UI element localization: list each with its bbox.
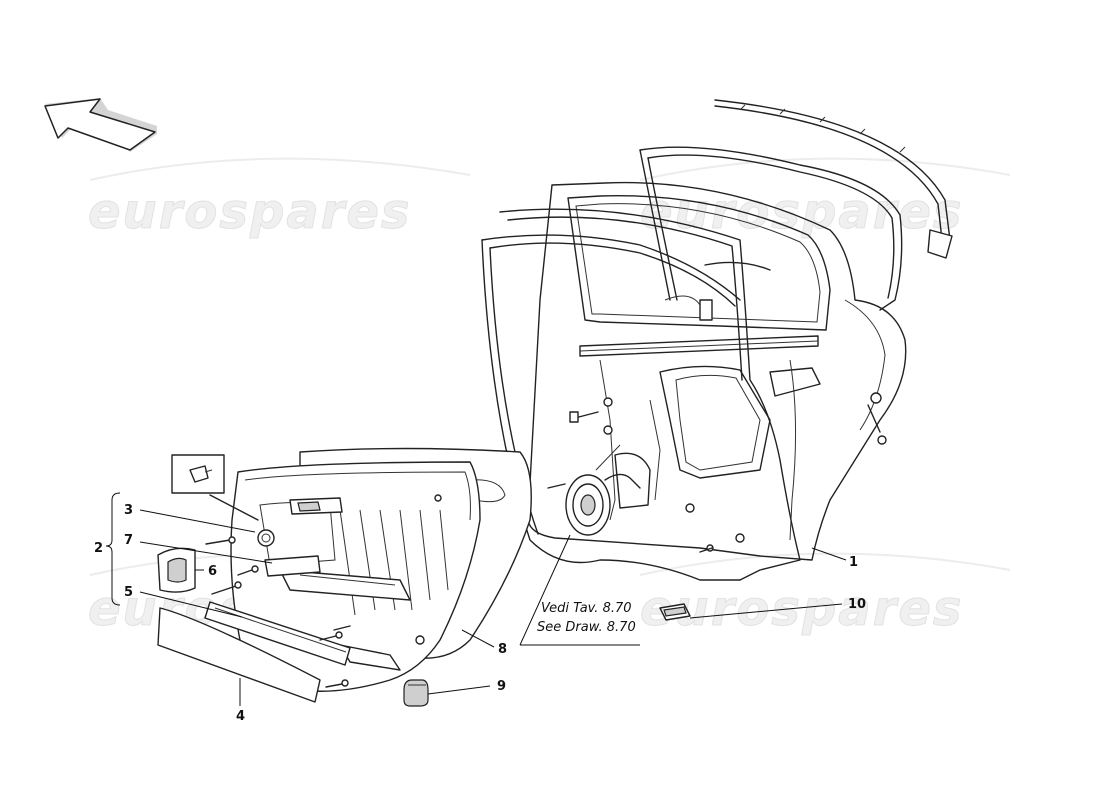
watermark-top-right: eurospares [640,184,964,240]
door-seals [481,99,953,581]
callouts: 1 2 3 4 5 6 7 8 9 10 [94,503,866,724]
watermark-bottom-right: eurospares [640,581,964,637]
screws [205,536,351,688]
direction-arrow-icon [44,98,157,152]
callout-4: 4 [236,709,245,724]
callout-1: 1 [849,555,858,570]
callout-3: 3 [124,503,133,518]
handle-parts [157,454,321,593]
watermark-top-left: eurospares [88,184,412,240]
reference-note-line-1: Vedi Tav. 8.70 [541,601,632,616]
rubber-bumper-part-9 [403,679,429,707]
speaker [565,444,641,536]
door-shell-part-1 [527,181,907,561]
callout-9: 9 [497,679,506,694]
door-trim-panel-part-8 [230,447,532,692]
clip-part-10 [659,603,691,621]
callout-6: 6 [208,564,217,579]
reference-note-line-2: See Draw. 8.70 [537,620,636,635]
callout-8: 8 [498,642,507,657]
reference-note: Vedi Tav. 8.70 See Draw. 8.70 [537,601,636,635]
leader-lines [105,492,847,706]
callout-10: 10 [848,597,866,612]
callout-7: 7 [124,533,133,548]
callout-2: 2 [94,541,103,556]
callout-5: 5 [124,585,133,600]
